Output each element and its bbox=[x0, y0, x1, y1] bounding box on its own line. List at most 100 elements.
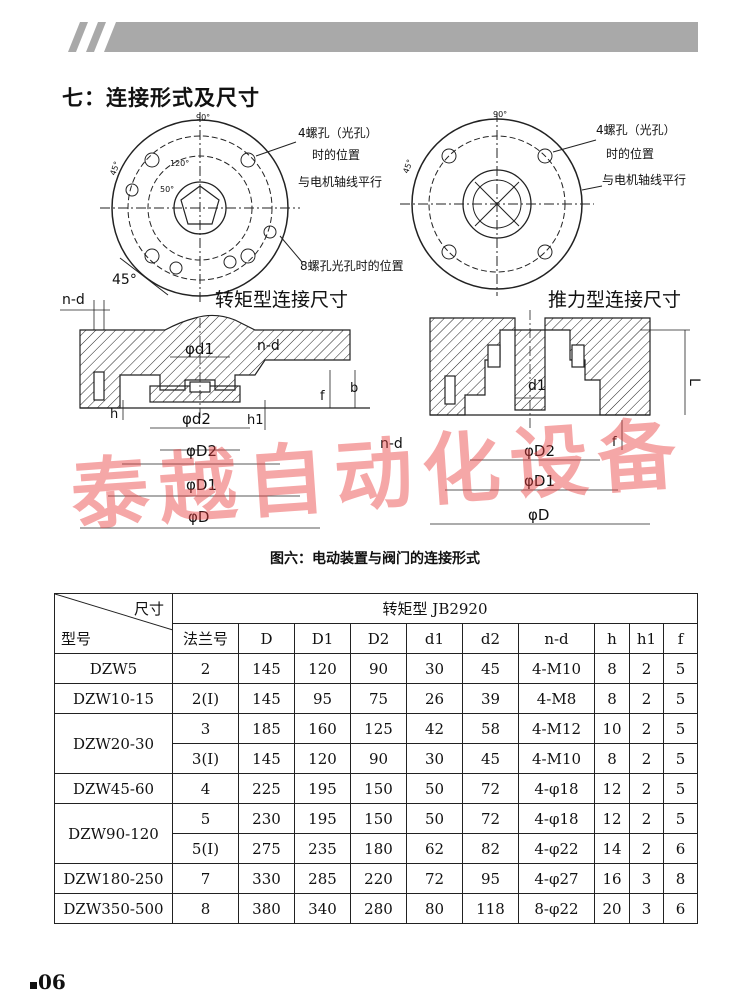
table-cell: 8 bbox=[594, 743, 630, 774]
table-cell: 2 bbox=[629, 743, 664, 774]
table-cell: 285 bbox=[294, 863, 351, 894]
table-cell: 330 bbox=[238, 863, 295, 894]
dim-phi-D-left: φD bbox=[188, 508, 209, 526]
column-header: D2 bbox=[350, 623, 407, 654]
table-cell: 5 bbox=[662, 713, 699, 744]
table-cell: 5 bbox=[662, 773, 699, 804]
table-cell: 14 bbox=[594, 833, 630, 864]
dim-phi-D-right: φD bbox=[528, 506, 549, 524]
table-cell: 120 bbox=[294, 653, 351, 684]
column-header: d2 bbox=[462, 623, 519, 654]
table-cell: 2 bbox=[629, 653, 664, 684]
thrust-heading: 推力型连接尺寸 bbox=[548, 289, 681, 311]
table-group-header: 转矩型 JB2920 bbox=[171, 593, 699, 624]
table-cell: 6 bbox=[662, 893, 699, 924]
label-angle-45-right: 45° bbox=[401, 158, 414, 174]
label-hole8-note: 8螺孔光孔时的位置 bbox=[300, 258, 404, 273]
dim-phi-D1-right: φD1 bbox=[524, 472, 555, 490]
dim-nd-center: n-d bbox=[257, 338, 280, 354]
table-cell: 150 bbox=[350, 803, 407, 834]
torque-flange-top-view bbox=[100, 112, 303, 305]
dim-phi-D2-right: φD2 bbox=[524, 442, 555, 460]
column-header: h bbox=[594, 623, 630, 654]
table-cell: 2 bbox=[629, 683, 664, 714]
table-cell: 125 bbox=[350, 713, 407, 744]
table-cell: 12 bbox=[594, 803, 630, 834]
column-header: D bbox=[238, 623, 295, 654]
table-cell: 8-φ22 bbox=[518, 893, 595, 924]
table-cell: 4-φ18 bbox=[518, 803, 595, 834]
table-cell: 2 bbox=[629, 773, 664, 804]
table-cell: 145 bbox=[238, 743, 295, 774]
table-cell: 50 bbox=[406, 803, 463, 834]
table-cell: 2 bbox=[629, 713, 664, 744]
table-cell: 20 bbox=[594, 893, 630, 924]
dim-phi-D2-left: φD2 bbox=[186, 442, 217, 460]
table-cell: 3(I) bbox=[172, 743, 239, 774]
table-cell: 8 bbox=[594, 683, 630, 714]
table-cell: 145 bbox=[238, 683, 295, 714]
table-cell: 82 bbox=[462, 833, 519, 864]
table-cell: 5 bbox=[172, 803, 239, 834]
table-cell: 5 bbox=[662, 653, 699, 684]
table-cell: 10 bbox=[594, 713, 630, 744]
connection-drawing: 90° 45° 120° 50° 45° 4螺孔（光孔） 时的位置 与电机轴线平… bbox=[60, 110, 702, 529]
table-cell: 160 bbox=[294, 713, 351, 744]
table-cell: 8 bbox=[172, 893, 239, 924]
page-number-text: 06 bbox=[38, 970, 66, 994]
corner-label-model: 型号 bbox=[61, 630, 92, 648]
column-header: 法兰号 bbox=[172, 623, 239, 654]
table-cell: 6 bbox=[662, 833, 699, 864]
table-cell: 80 bbox=[406, 893, 463, 924]
table-cell: 8 bbox=[662, 863, 699, 894]
thrust-flange-top-view bbox=[400, 112, 603, 296]
page-marker bbox=[30, 982, 37, 989]
table-cell: 4-M10 bbox=[518, 743, 595, 774]
table-cell: 72 bbox=[406, 863, 463, 894]
torque-cross-section bbox=[60, 300, 370, 529]
table-cell: 8 bbox=[594, 653, 630, 684]
table-cell: 5 bbox=[662, 743, 699, 774]
table-cell: 16 bbox=[594, 863, 630, 894]
label-angle-45-left: 45° bbox=[108, 160, 121, 176]
model-cell: DZW10-15 bbox=[54, 683, 173, 714]
corner-label-size: 尺寸 bbox=[133, 600, 164, 618]
table-cell: 275 bbox=[238, 833, 295, 864]
table-cell: 4-φ22 bbox=[518, 833, 595, 864]
table-cell: 62 bbox=[406, 833, 463, 864]
table-cell: 50 bbox=[406, 773, 463, 804]
table-cell: 230 bbox=[238, 803, 295, 834]
table-cell: 195 bbox=[294, 773, 351, 804]
table-cell: 4-φ18 bbox=[518, 773, 595, 804]
table-cell: 2 bbox=[629, 803, 664, 834]
table-cell: 4 bbox=[172, 773, 239, 804]
table-cell: 4-M12 bbox=[518, 713, 595, 744]
table-cell: 7 bbox=[172, 863, 239, 894]
label-angle-90-right: 90° bbox=[493, 110, 507, 119]
model-cell: DZW5 bbox=[54, 653, 173, 684]
table-cell: 340 bbox=[294, 893, 351, 924]
table-cell: 5 bbox=[662, 803, 699, 834]
label-hole-note-2-right: 时的位置 bbox=[606, 146, 654, 161]
table-cell: 185 bbox=[238, 713, 295, 744]
table-cell: 280 bbox=[350, 893, 407, 924]
label-parallel-left: 与电机轴线平行 bbox=[298, 174, 382, 189]
model-cell: DZW180-250 bbox=[54, 863, 173, 894]
column-header: d1 bbox=[406, 623, 463, 654]
label-angle-90-left: 90° bbox=[196, 113, 210, 122]
table-cell: 3 bbox=[629, 863, 664, 894]
torque-heading: 转矩型连接尺寸 bbox=[215, 289, 348, 311]
model-cell: DZW90-120 bbox=[54, 803, 173, 864]
dim-h: h bbox=[110, 407, 118, 422]
column-header: n-d bbox=[518, 623, 595, 654]
table-cell: 235 bbox=[294, 833, 351, 864]
table-cell: 380 bbox=[238, 893, 295, 924]
